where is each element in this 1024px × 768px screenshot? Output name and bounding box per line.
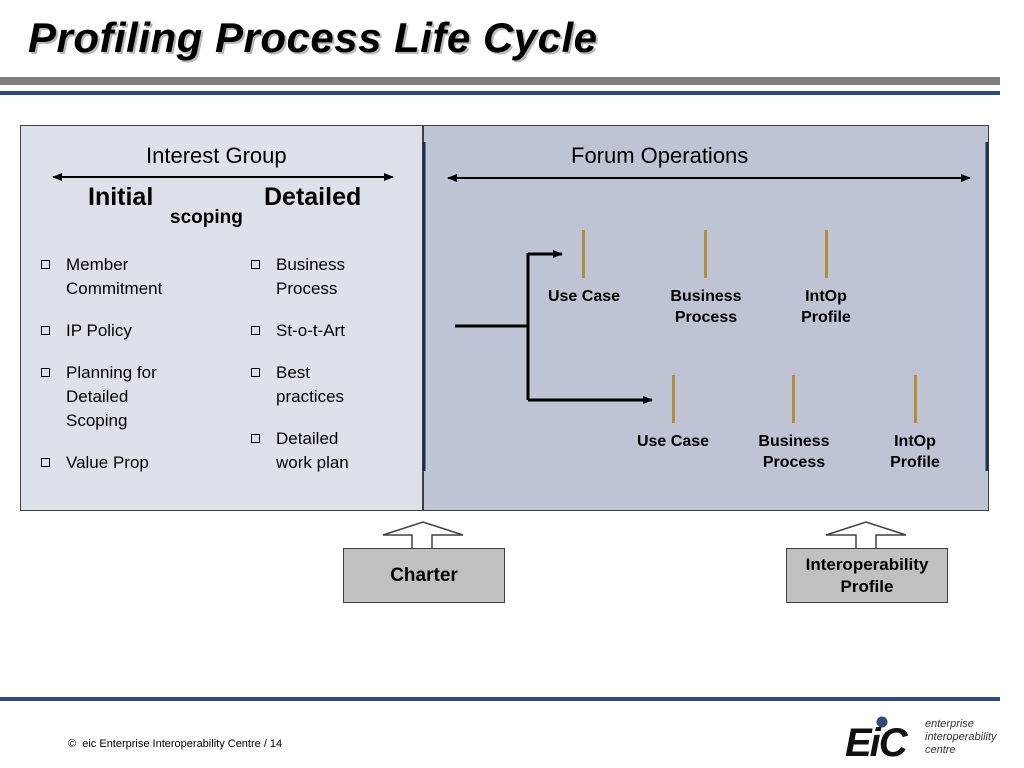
svg-text:EiC: EiC bbox=[845, 721, 909, 762]
milestone-bar bbox=[582, 230, 585, 278]
row2-intop-profile-label: IntOp Profile bbox=[890, 433, 940, 471]
list-item: Planning for Detailed Scoping bbox=[38, 361, 186, 433]
forum-operations-panel bbox=[423, 125, 989, 511]
row1-use-case-label: Use Case bbox=[547, 288, 621, 305]
list-item: St-o-t-Art bbox=[248, 319, 388, 343]
list-item: Detailed work plan bbox=[248, 427, 376, 475]
forum-operations-header: Forum Operations bbox=[571, 143, 749, 168]
list-item: Best practices bbox=[248, 361, 376, 409]
checkbox-bullet-icon bbox=[251, 260, 260, 269]
phase-scoping-label: scoping bbox=[170, 207, 243, 228]
checkbox-bullet-icon bbox=[41, 368, 50, 377]
eic-logo-icon: EiC bbox=[845, 716, 911, 762]
milestone-bar bbox=[914, 375, 917, 423]
row1-intop-profile-label: IntOp Profile bbox=[801, 288, 851, 326]
interest-group-header: Interest Group bbox=[146, 143, 287, 168]
interest-group-panel bbox=[20, 125, 423, 511]
eic-logo: EiC enterprise interoperability centre bbox=[845, 712, 1020, 762]
copyright-icon: © bbox=[68, 738, 77, 750]
title-rule-blue bbox=[0, 91, 1000, 95]
phase-initial-label: Initial bbox=[88, 183, 154, 211]
list-item: Business Process bbox=[248, 253, 388, 301]
footer-text: eic Enterprise Interoperability Centre /… bbox=[82, 738, 283, 750]
checkbox-bullet-icon bbox=[41, 326, 50, 335]
page-title: Profiling Process Life Cycle bbox=[28, 14, 598, 61]
logo-line3: centre bbox=[925, 744, 956, 756]
row2-business-process-label: Business Process bbox=[758, 433, 830, 471]
interoperability-profile-box: Interoperability Profile bbox=[786, 548, 948, 603]
footer-rule bbox=[0, 697, 1000, 701]
checkbox-bullet-icon bbox=[251, 368, 260, 377]
checkbox-bullet-icon bbox=[41, 260, 50, 269]
phase-detailed-label: Detailed bbox=[264, 183, 362, 211]
milestone-bar bbox=[792, 375, 795, 423]
milestone-bar bbox=[704, 230, 707, 278]
title-rule-gray bbox=[0, 77, 1000, 85]
interest-group-list-initial: Member Commitment IP Policy Planning for… bbox=[38, 253, 208, 493]
checkbox-bullet-icon bbox=[41, 458, 50, 467]
list-item: Member Commitment bbox=[38, 253, 208, 301]
milestone-bar bbox=[672, 375, 675, 423]
interest-group-list-detailed: Business Process St-o-t-Art Best practic… bbox=[248, 253, 388, 493]
charter-box: Charter bbox=[343, 548, 505, 603]
checkbox-bullet-icon bbox=[251, 326, 260, 335]
interop-profile-up-arrow bbox=[825, 521, 907, 550]
list-item: IP Policy bbox=[38, 319, 208, 343]
row2-use-case-label: Use Case bbox=[636, 433, 710, 450]
footer-copyright: © eic Enterprise Interoperability Centre… bbox=[68, 738, 282, 750]
logo-line1: enterprise bbox=[925, 718, 974, 730]
checkbox-bullet-icon bbox=[251, 434, 260, 443]
logo-line2: interoperability bbox=[925, 731, 997, 743]
list-item: Value Prop bbox=[38, 451, 208, 475]
milestone-bar bbox=[825, 230, 828, 278]
charter-up-arrow bbox=[382, 521, 464, 550]
row1-business-process-label: Business Process bbox=[670, 288, 742, 326]
